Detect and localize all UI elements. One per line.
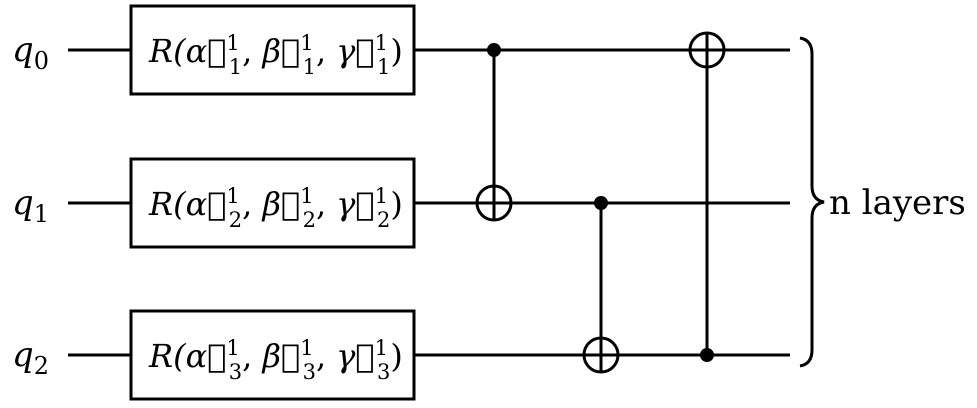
cnot-2-0 [688, 31, 726, 362]
qubit-index: 2 [34, 352, 49, 380]
qubit-label-q1: q1 [12, 183, 49, 228]
layer-brace: n layers [799, 36, 966, 368]
cnot-1-2 [582, 196, 620, 374]
qubit-label-q0: q0 [12, 30, 49, 75]
gate-box [129, 157, 416, 249]
qubit-name: q [12, 335, 34, 375]
control-dot [700, 348, 714, 362]
curly-brace [799, 36, 825, 368]
brace-label: n layers [829, 183, 966, 223]
qubit-name: q [12, 183, 34, 223]
cnot-0-1 [475, 43, 513, 222]
gate-box [129, 309, 416, 401]
qubit-index: 1 [34, 200, 49, 228]
qubit-index: 0 [34, 47, 49, 75]
gate-box [129, 4, 416, 96]
cnot-gates [475, 31, 726, 374]
control-dot [594, 196, 608, 210]
qubit-label-q2: q2 [12, 335, 49, 380]
control-dot [487, 43, 501, 57]
qubit-name: q [12, 30, 34, 70]
